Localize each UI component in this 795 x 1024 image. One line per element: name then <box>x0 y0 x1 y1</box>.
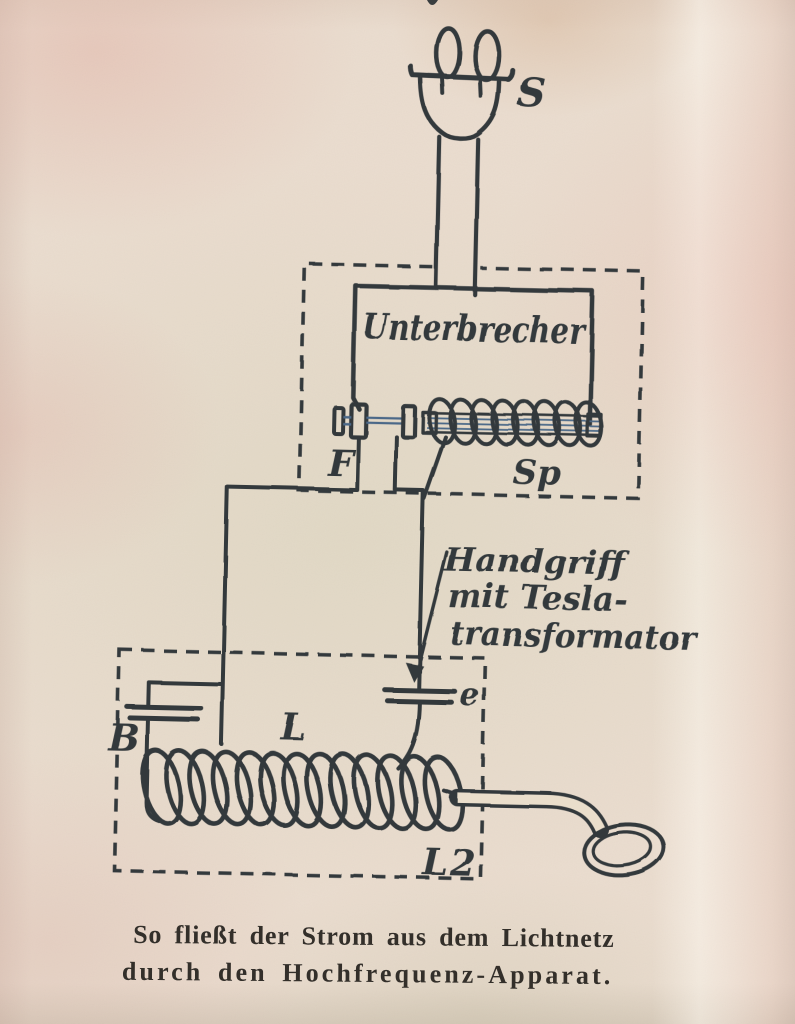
coil-loop <box>328 752 371 830</box>
handle-dashed-enclosure <box>112 647 488 881</box>
plug-body <box>418 76 502 141</box>
coil-loop <box>234 750 277 828</box>
diagram: S Unterbrecher F Sp Handgriff mit Tesla-… <box>107 26 699 885</box>
contact-post <box>400 403 418 440</box>
electrode-disc-inner <box>591 830 653 868</box>
coil-loop <box>468 398 499 446</box>
contact-screw <box>365 416 403 425</box>
coil-loop <box>210 749 254 827</box>
caption-line-1: So fließt der Strom aus dem Lichtnetz <box>133 920 615 953</box>
caption-line-2: durch den Hochfrequenz-Apparat. <box>122 957 612 990</box>
plug-prong-tails <box>440 76 484 99</box>
figure-caption: So fließt der Strom aus dem Lichtnetz du… <box>122 920 616 990</box>
label-handle-note-2: mit Tesla- <box>447 576 628 619</box>
wire-post-jog <box>393 434 426 493</box>
label-coil-secondary: L2 <box>421 842 477 885</box>
interrupter-box <box>351 283 596 427</box>
label-contact: F <box>326 442 356 485</box>
coil-loop <box>281 751 324 829</box>
plug-rim <box>408 63 516 82</box>
contact-gap-lines <box>342 415 351 426</box>
label-spark-coil: Sp <box>512 453 561 494</box>
tube-inner <box>457 792 606 832</box>
coil-loop <box>398 753 442 832</box>
wire-left-run <box>219 435 361 747</box>
primary-coil-loops <box>140 748 465 832</box>
contact-mechanism <box>331 401 418 440</box>
coil-loop <box>531 399 562 448</box>
spark-coil-assembly <box>420 397 604 501</box>
capacitor-e-plates <box>382 687 458 705</box>
label-interrupter: Unterbrecher <box>362 306 587 353</box>
coil-loop <box>304 751 348 829</box>
coil-loop <box>163 748 207 826</box>
coil-lead-diagonal <box>422 435 448 501</box>
electrode-wand <box>448 788 666 878</box>
annotation-arrowhead <box>405 662 424 683</box>
label-capacitor-e: e <box>459 675 480 713</box>
interrupter-dashed-enclosure <box>297 261 646 501</box>
contact-block-small <box>331 405 346 436</box>
label-capacitor-b: B <box>107 715 140 760</box>
label-handle-note-1: Handgriff <box>443 540 631 583</box>
coil-loop <box>351 752 395 831</box>
capacitor-b-plates <box>124 704 204 722</box>
page-edge-mark <box>427 0 438 5</box>
coil-loop <box>448 397 478 446</box>
annotation-arrow-line <box>415 550 449 673</box>
label-handle-note-3: transformator <box>450 613 699 658</box>
label-coil-primary: L <box>279 706 306 749</box>
coil-loop <box>573 400 604 449</box>
coil-loop <box>375 753 418 831</box>
electrode-disc-outer <box>582 822 666 878</box>
power-cord <box>433 134 481 297</box>
coil-loop <box>187 749 230 827</box>
coil-loop <box>552 399 583 448</box>
coil-loop <box>510 399 541 447</box>
coil-loop <box>489 398 520 447</box>
coil-loop <box>140 748 183 826</box>
coil-loop <box>257 750 301 828</box>
spark-coil-loops <box>427 397 604 449</box>
plug-shape <box>408 26 516 297</box>
wire-branch-to-B <box>146 680 225 709</box>
label-plug: S <box>517 70 547 118</box>
